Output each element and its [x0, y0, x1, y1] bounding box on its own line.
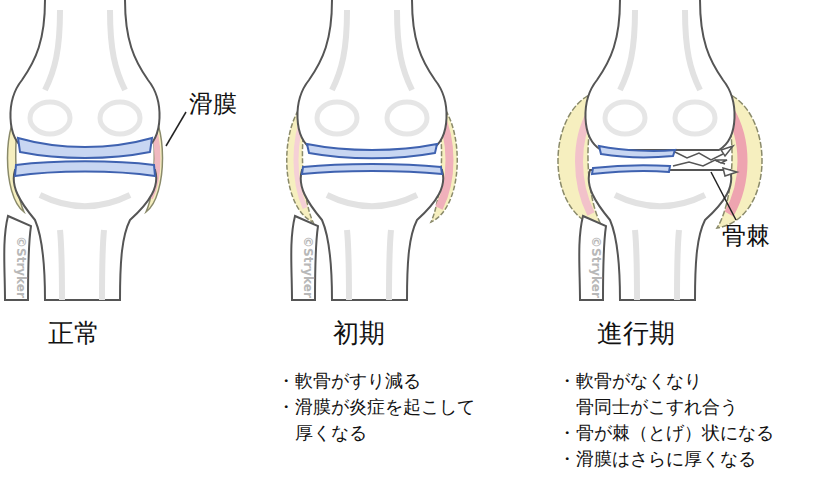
watermark: ©Stryker: [301, 236, 315, 298]
part-label: 滑膜: [189, 90, 237, 119]
stage-label: 進行期: [597, 318, 675, 349]
part-label: 骨棘: [722, 222, 770, 251]
note-text: ・軟骨がなくなり 骨同士がこすれ合う: [558, 368, 810, 420]
stage-label: 初期: [333, 318, 385, 349]
watermark: ©Stryker: [589, 236, 603, 298]
note-text: ・滑膜はさらに厚くなる: [558, 446, 810, 472]
watermark: ©Stryker: [14, 236, 28, 298]
note-text: ・骨が棘（とげ）状になる: [558, 420, 810, 446]
note-text: ・滑膜が炎症を起こして 厚くなる: [277, 394, 529, 446]
stage-label: 正常: [48, 318, 100, 349]
note-text: ・軟骨がすり減る: [277, 368, 529, 394]
